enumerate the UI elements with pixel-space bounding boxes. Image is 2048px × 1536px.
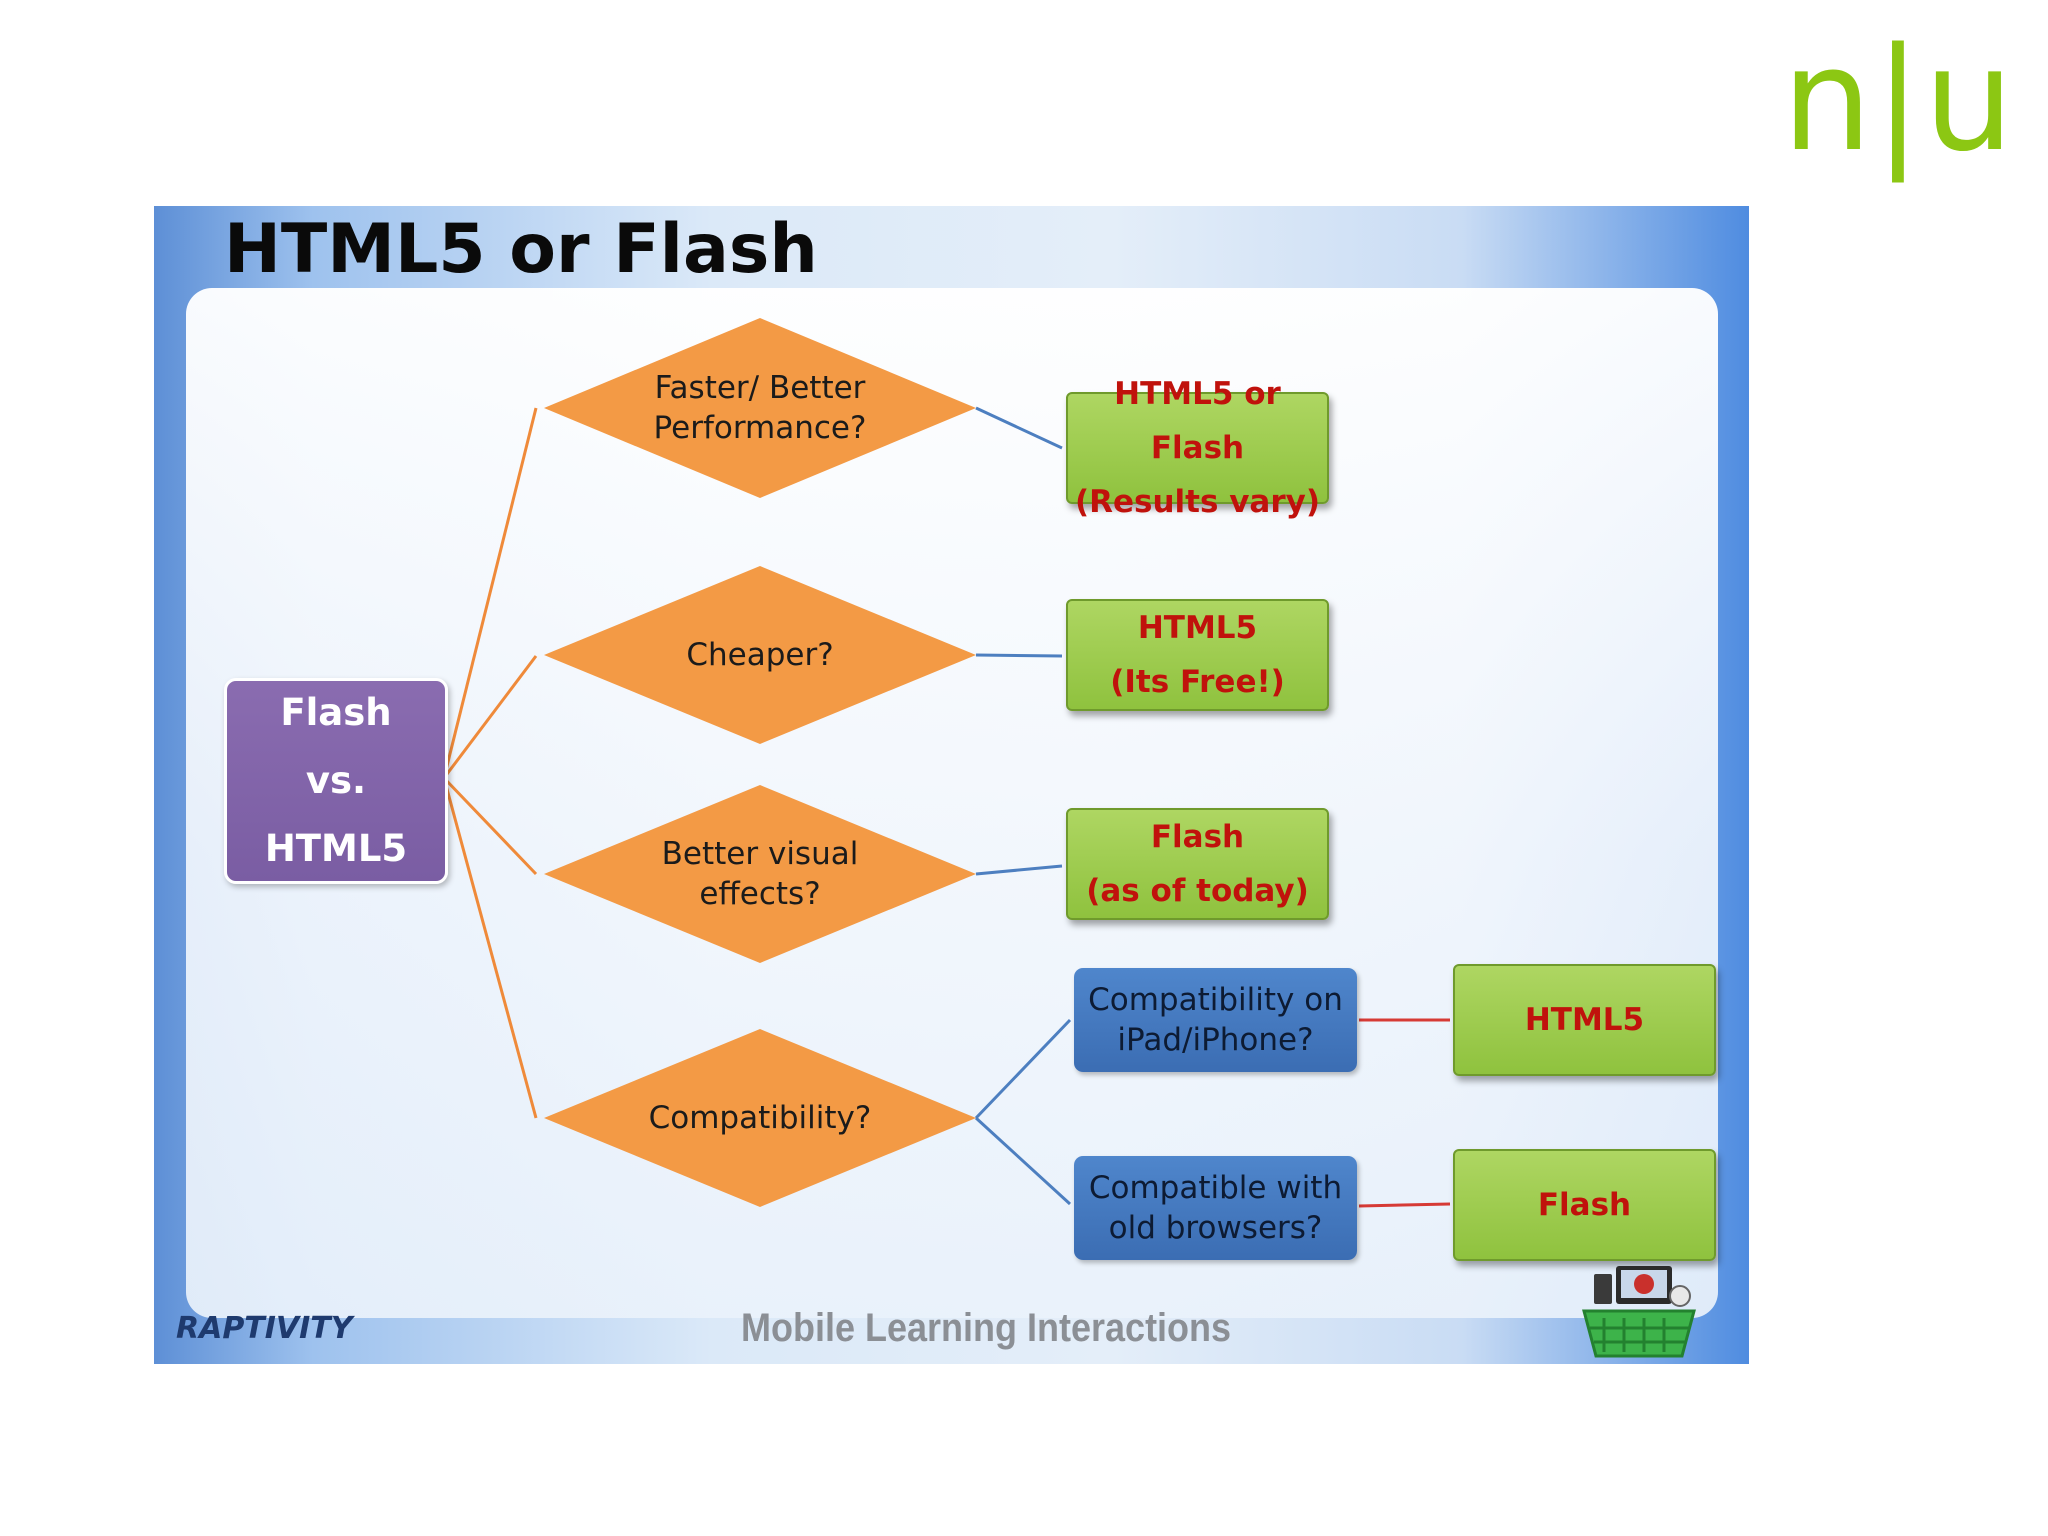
root-line: HTML5 (264, 827, 408, 870)
question-diamonds (544, 318, 976, 1207)
answer-line: HTML5 (1137, 610, 1258, 646)
connector-root-q3 (442, 776, 538, 876)
slide-footer: Mobile Learning Interactions (741, 1306, 1232, 1350)
connector-q4-s2 (974, 1116, 1072, 1206)
answer-box-html5-or-flash: HTML5 or Flash (Results vary) (1066, 376, 1329, 520)
flowchart-connectors (442, 318, 1451, 1208)
answer-box-flash-today: Flash (as of today) (1066, 808, 1329, 920)
connector-q1-a1 (975, 406, 1063, 450)
question-label-compatibility: Compatibility? (648, 1100, 872, 1136)
slide: HTML5 or Flash Flash vs. HTML5 Faster/ B… (154, 206, 1749, 1364)
subquestion-line: old browsers? (1108, 1210, 1323, 1246)
root-line: Flash (280, 691, 392, 734)
final-answer-label: HTML5 (1524, 1002, 1645, 1038)
answer-line: (Results vary) (1074, 484, 1321, 520)
question-label-performance: Faster/ Better Performance? (653, 370, 867, 446)
subquestion-box-old-browsers: Compatible with old browsers? (1074, 1156, 1357, 1260)
connector-q4-s1 (974, 1018, 1072, 1120)
root-node-flash-vs-html5: Flash vs. HTML5 (224, 678, 448, 884)
subquestion-box-ipad-iphone: Compatibility on iPad/iPhone? (1074, 968, 1357, 1072)
final-answer-box-flash: Flash (1453, 1149, 1716, 1261)
slide-title: HTML5 or Flash (224, 210, 818, 289)
subquestion-line: Compatibility on (1088, 982, 1343, 1018)
connector-s2-f2 (1358, 1202, 1451, 1208)
subquestion-line: Compatible with (1088, 1170, 1343, 1206)
connector-q3-a3 (975, 864, 1063, 876)
final-answer-label: Flash (1537, 1187, 1632, 1223)
answer-line: HTML5 or Flash (1114, 376, 1281, 466)
connector-root-q2 (442, 655, 538, 779)
diamond-cheaper (544, 566, 976, 744)
raptivity-logo: RAPTIVITY (176, 1311, 353, 1346)
connector-q2-a2 (975, 653, 1063, 658)
root-line: vs. (305, 759, 367, 802)
diamond-visual-effects (544, 785, 976, 963)
final-answer-box-html5: HTML5 (1453, 964, 1716, 1076)
question-label-cheaper: Cheaper? (686, 637, 834, 673)
answer-box-html5-free: HTML5 (Its Free!) (1066, 599, 1329, 711)
question-label-visual-effects: Better visual effects? (661, 836, 859, 912)
shopping-cart-icon (1582, 1266, 1696, 1358)
diamond-performance (544, 318, 976, 498)
answer-line: (Its Free!) (1110, 664, 1285, 700)
diamond-compatibility (544, 1029, 976, 1207)
nu-logo: n|u (1782, 18, 2016, 183)
answer-line: (as of today) (1086, 873, 1309, 909)
answer-line: Flash (1150, 819, 1245, 855)
subquestion-line: iPad/iPhone? (1117, 1022, 1314, 1058)
connector-root-q1 (442, 407, 538, 779)
connector-root-q4 (442, 777, 538, 1119)
